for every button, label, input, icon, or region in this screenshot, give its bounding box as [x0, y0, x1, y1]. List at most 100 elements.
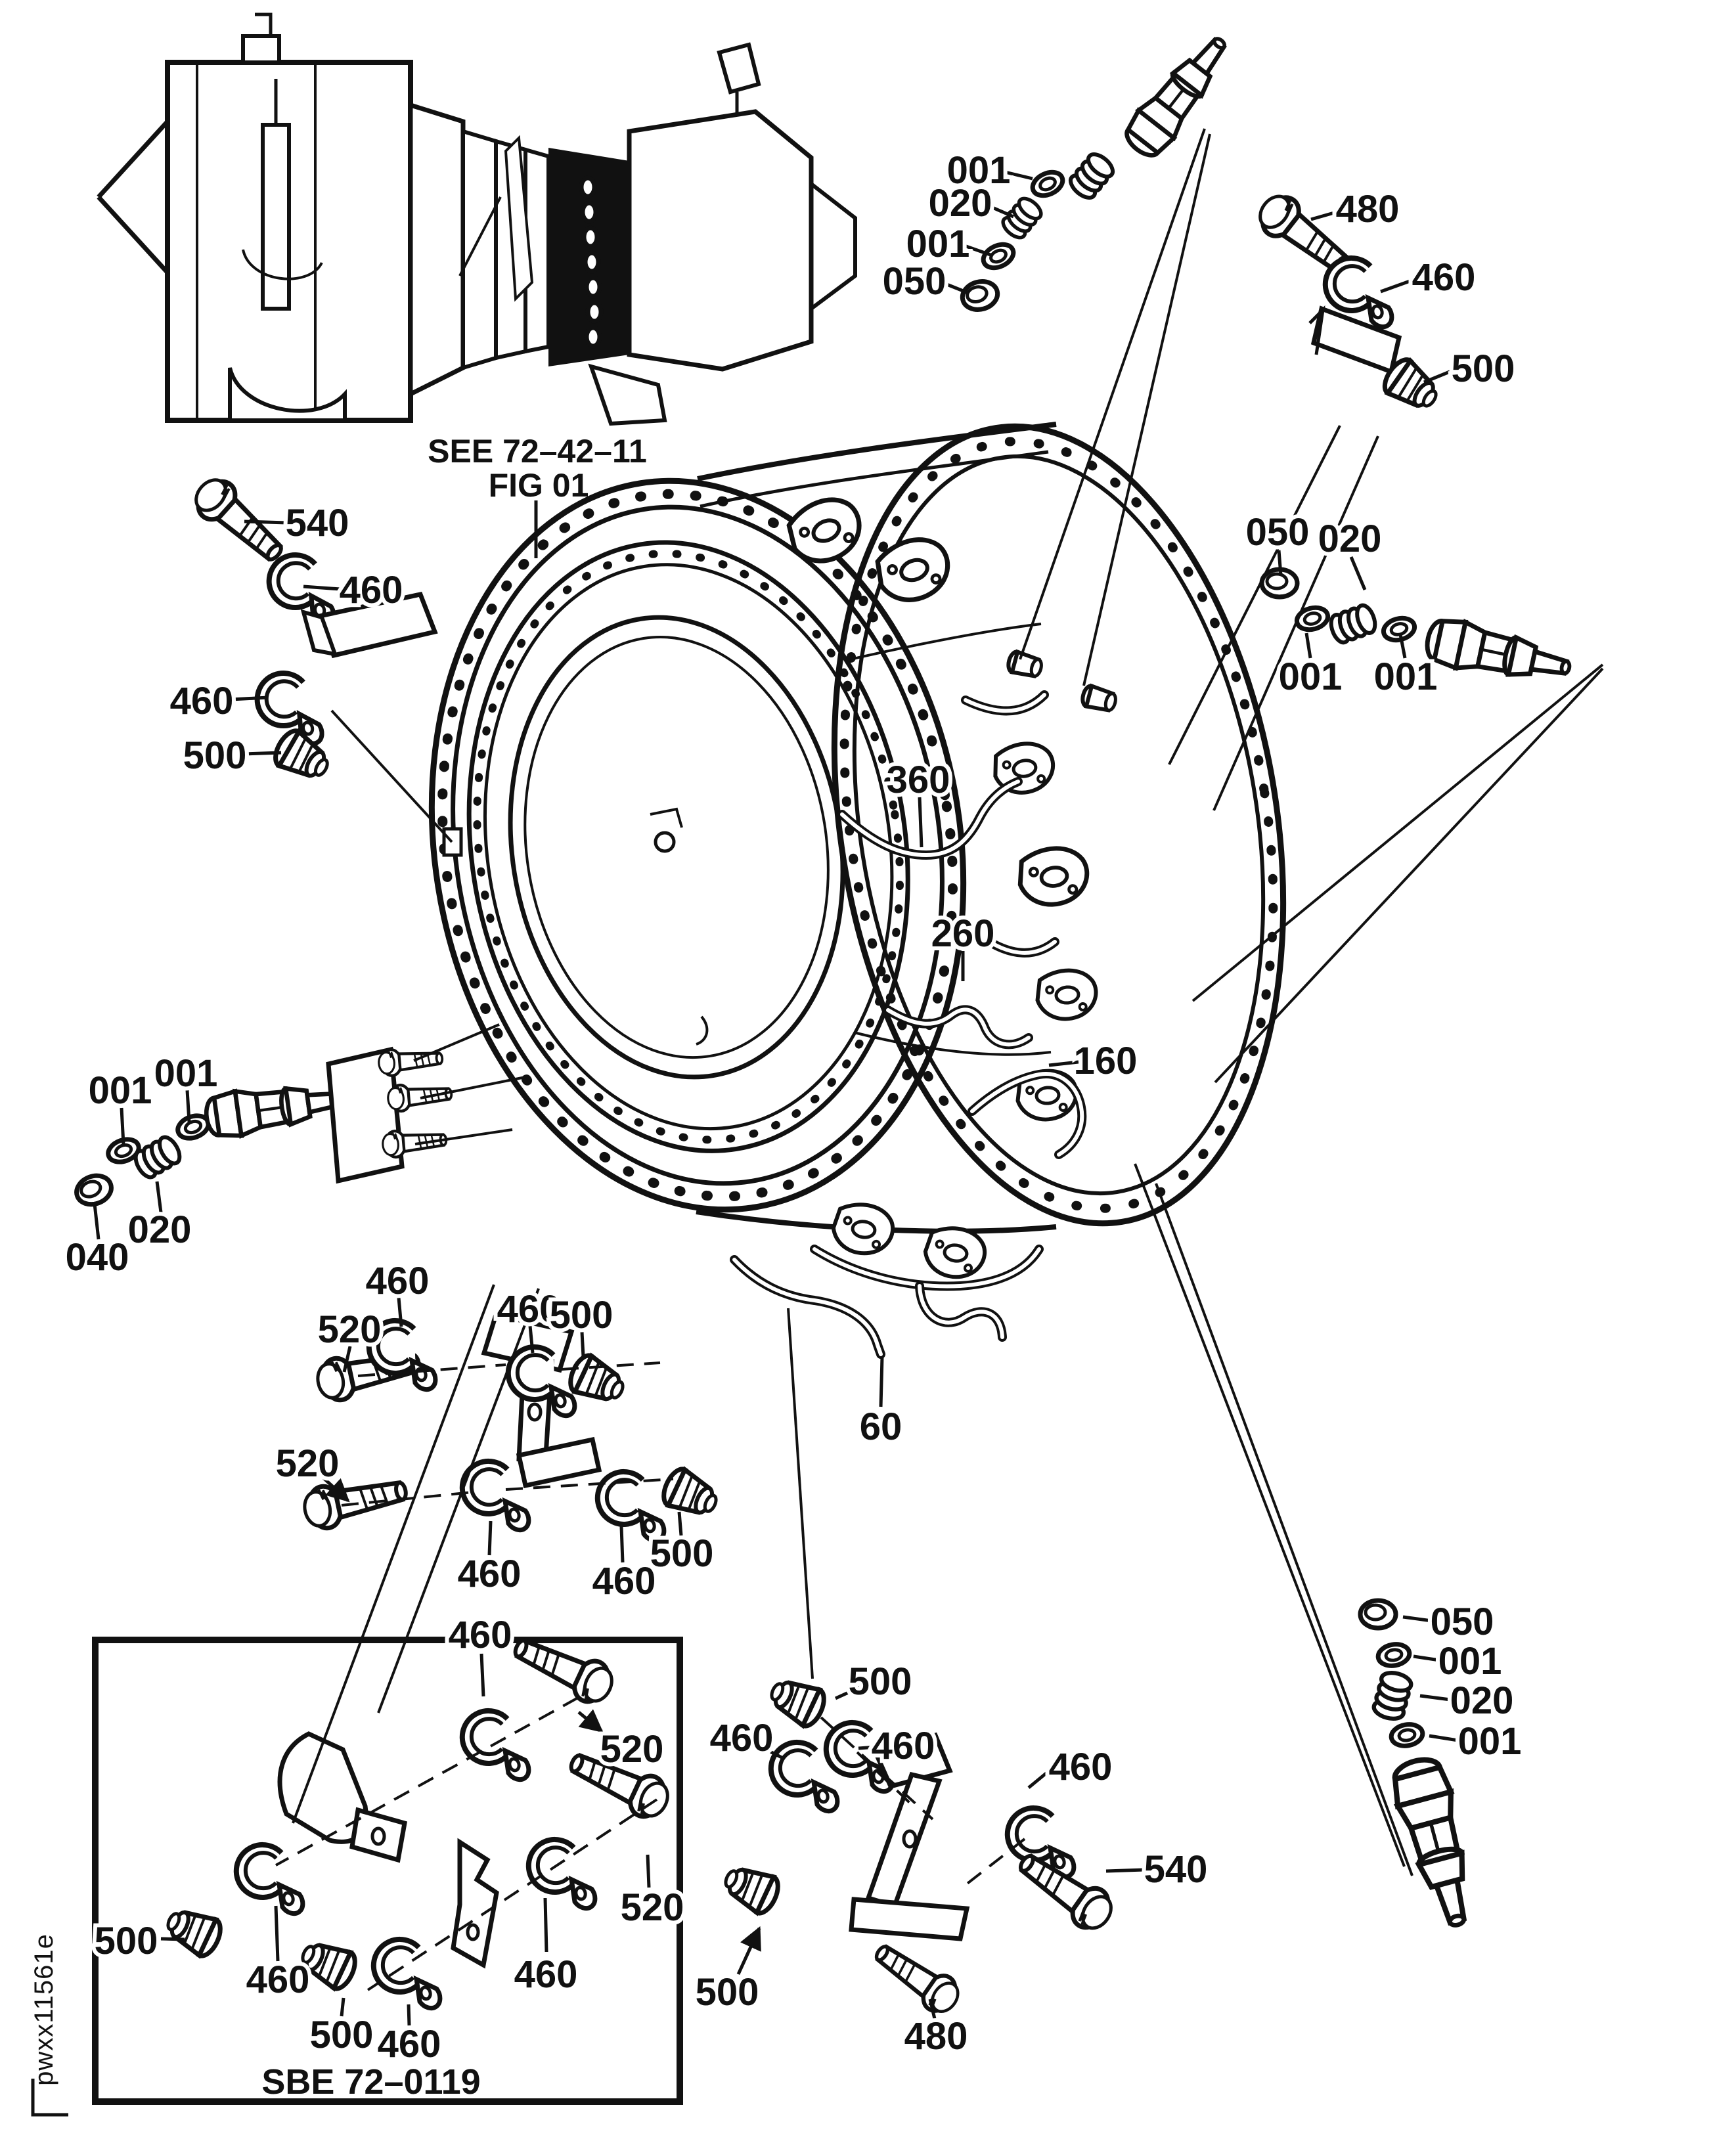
- leader-lines: [93, 170, 1459, 2026]
- leader-line: [928, 1999, 937, 2020]
- callout-001: 001: [947, 149, 1011, 192]
- callout-260: 260: [931, 912, 995, 955]
- leader-line: [834, 1683, 866, 1700]
- callout-020: 020: [1450, 1679, 1514, 1722]
- leader-line: [1048, 1060, 1079, 1067]
- callout-001: 001: [1374, 655, 1438, 698]
- callout-460: 460: [340, 569, 403, 611]
- reference-note-line2: FIG 01: [489, 467, 589, 504]
- bracket-foot: [516, 1436, 602, 1489]
- connector-line: [292, 1284, 495, 1824]
- plug: [270, 726, 335, 787]
- callout-60: 60: [860, 1405, 902, 1448]
- cluster-bottom-middle: [719, 1672, 1119, 2020]
- callout-460: 460: [458, 1553, 522, 1595]
- plug: [659, 1465, 723, 1523]
- callout-050: 050: [1431, 1601, 1494, 1643]
- leader-line: [303, 585, 341, 591]
- port-fitting: [1006, 650, 1044, 679]
- leader-line: [1004, 170, 1033, 181]
- leader-line: [941, 280, 969, 295]
- connector-line: [1213, 435, 1379, 811]
- port-pad: [830, 1201, 895, 1257]
- callout-460: 460: [592, 1560, 656, 1602]
- bracket-pointed: [451, 1838, 499, 1969]
- leader-line: [619, 1526, 625, 1563]
- leader-line: [577, 1709, 604, 1733]
- detail-box: [92, 1627, 683, 2105]
- flange-tab: [442, 827, 463, 857]
- packing-spring: [1327, 603, 1378, 645]
- sensor-probe: [1119, 27, 1239, 164]
- tube-fitting: [387, 1080, 453, 1112]
- port-fitting: [1080, 684, 1118, 713]
- leader-line: [479, 1653, 485, 1697]
- diffuser-case: [428, 422, 1287, 1359]
- tube-fitting: [378, 1045, 443, 1076]
- cluster-top-right: [1252, 188, 1445, 418]
- callout-460: 460: [1412, 256, 1476, 299]
- leader-line: [760, 1745, 786, 1761]
- bracket-flag: [277, 1731, 368, 1844]
- seal-ring: [1390, 1722, 1425, 1748]
- callout-500: 500: [310, 2014, 374, 2056]
- engine-inset: [97, 12, 857, 426]
- leader-line: [340, 1997, 345, 2017]
- cluster-hardware: [301, 1314, 723, 1553]
- callout-500: 500: [183, 734, 247, 777]
- callout-520: 520: [276, 1442, 340, 1485]
- callout-460: 460: [366, 1260, 430, 1302]
- cluster-left: [188, 471, 438, 787]
- callout-020: 020: [128, 1208, 192, 1251]
- callout-460: 460: [514, 1953, 578, 1996]
- seal-ring: [1295, 604, 1331, 632]
- callout-460: 460: [872, 1725, 935, 1767]
- leader-line: [580, 1331, 585, 1358]
- leader-line: [274, 1905, 280, 1962]
- callout-500: 500: [650, 1532, 714, 1575]
- callout-500: 500: [849, 1660, 912, 1703]
- callout-360: 360: [887, 759, 950, 801]
- leader-line: [93, 1203, 100, 1240]
- connector-line: [787, 1308, 814, 1679]
- leader-line: [185, 1090, 191, 1122]
- leader-line: [1027, 1768, 1052, 1789]
- watermark: pwxx11561e: [30, 1933, 58, 2086]
- callout-001: 001: [89, 1069, 152, 1112]
- connector-line: [377, 1288, 540, 1713]
- connector-line: [1019, 128, 1206, 660]
- leader-line: [244, 751, 282, 756]
- leader-line: [1310, 210, 1339, 221]
- probe-assembly: [204, 1076, 347, 1140]
- seal-ring: [979, 240, 1017, 272]
- detail-box-label: SBE 72–0119: [261, 2062, 480, 2102]
- leader-line: [120, 1107, 125, 1145]
- leader-line: [1380, 278, 1414, 294]
- callout-500: 500: [95, 1920, 158, 1962]
- loop-clamp: [368, 1932, 443, 2020]
- callout-460: 460: [246, 1958, 310, 2001]
- callout-001: 001: [906, 223, 970, 265]
- leader-line: [646, 1854, 651, 1888]
- leader-line: [677, 1511, 683, 1536]
- leader-line: [964, 244, 991, 257]
- bolt: [868, 1935, 965, 2020]
- connector-line: [414, 1128, 513, 1145]
- bracket-foot: [849, 1897, 970, 1941]
- callout-500: 500: [1452, 347, 1515, 390]
- loop-clamp: [231, 1838, 305, 1926]
- fuel-injector: [1388, 1754, 1485, 1932]
- connector-line: [1168, 425, 1341, 765]
- plug: [719, 1859, 783, 1917]
- leader-line: [231, 696, 269, 701]
- detail-box-border: [92, 1637, 683, 2105]
- callout-020: 020: [1318, 518, 1382, 560]
- leader-line: [858, 1745, 877, 1750]
- cap: [959, 278, 1000, 314]
- case-top-line: [697, 422, 1057, 481]
- leader-line: [1402, 1615, 1433, 1623]
- leader-line: [543, 1897, 548, 1953]
- loop-clamp: [456, 1704, 531, 1792]
